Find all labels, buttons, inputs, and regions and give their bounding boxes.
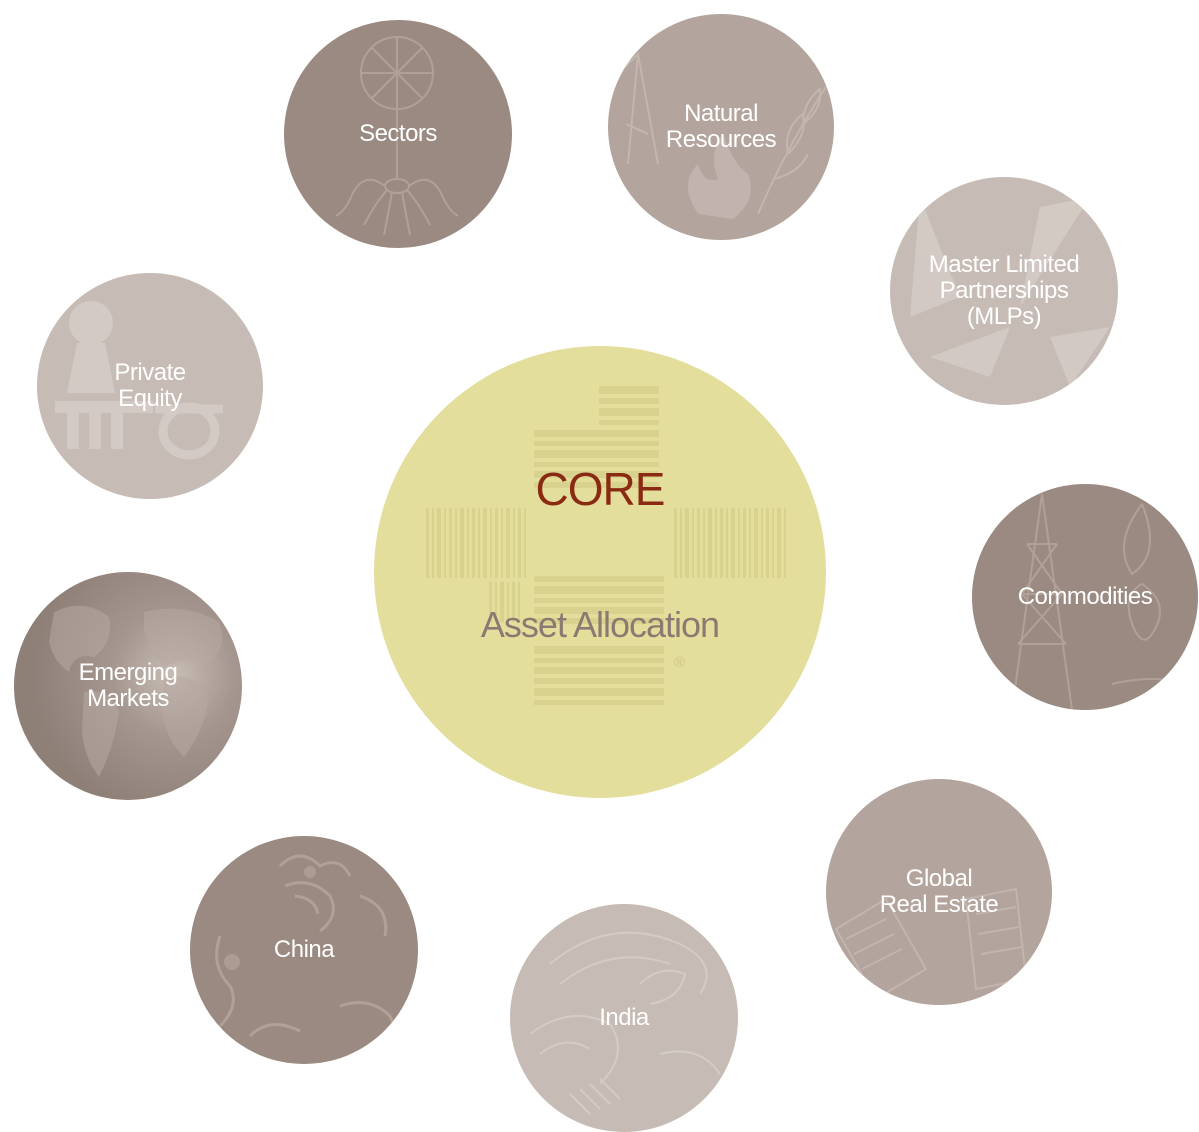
oil-derrick-icon	[1011, 493, 1193, 710]
paisley-icon	[529, 931, 721, 1115]
wheel-spider-icon	[335, 36, 459, 236]
emerging-markets-label: Emerging Markets	[78, 659, 178, 712]
china-label: China	[273, 936, 335, 963]
commodities-circle[interactable]: Commodities	[972, 484, 1198, 710]
globe-icon	[49, 605, 223, 777]
private-equity-circle[interactable]: Private Equity	[37, 273, 263, 499]
registered-mark: ®	[674, 654, 686, 671]
mlps-label: Master Limited Partnerships (MLPs)	[928, 251, 1080, 330]
india-label: India	[599, 1004, 649, 1031]
core-title: CORE	[535, 463, 666, 515]
buildings-icon	[834, 887, 1028, 1001]
natural-resources-label: Natural Resources	[665, 100, 777, 153]
mlps-circle[interactable]: Master Limited Partnerships (MLPs)	[890, 177, 1118, 405]
emerging-markets-circle[interactable]: Emerging Markets	[14, 572, 242, 800]
global-real-estate-circle[interactable]: Global Real Estate	[826, 779, 1052, 1005]
global-real-estate-label: Global Real Estate	[879, 865, 999, 918]
sectors-circle[interactable]: Sectors	[284, 20, 512, 248]
core-subtitle: Asset Allocation	[480, 604, 720, 645]
private-equity-label: Private Equity	[114, 359, 186, 412]
keyhole-icon	[55, 301, 223, 460]
dragon-icon	[215, 854, 395, 1053]
sectors-label: Sectors	[359, 120, 437, 147]
india-circle[interactable]: India	[510, 904, 738, 1132]
natural-resources-circle[interactable]: Natural Resources	[608, 14, 834, 240]
china-circle[interactable]: China	[190, 836, 418, 1064]
leaf-flame-icon	[617, 51, 829, 219]
commodities-label: Commodities	[1017, 583, 1153, 610]
flame-shards-icon	[910, 197, 1110, 387]
core-asset-allocation-circle[interactable]: CORE Asset Allocation ®	[374, 346, 826, 798]
barcode-cross-icon	[426, 386, 786, 705]
